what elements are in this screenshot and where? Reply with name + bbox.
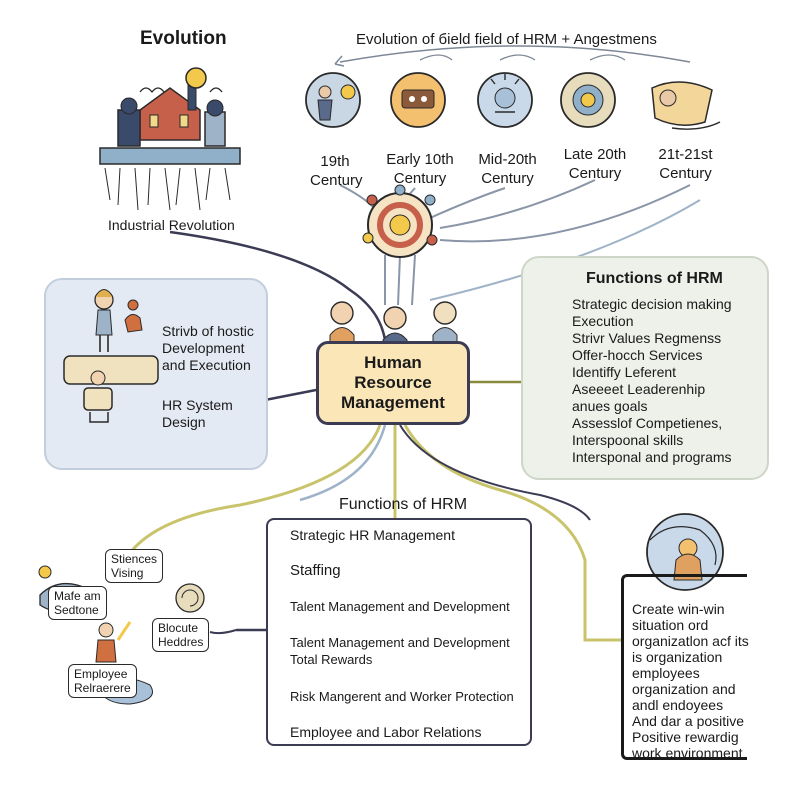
era-icon-early-10th xyxy=(390,72,446,128)
left-panel-text-hr-system: HR System Design xyxy=(162,397,233,430)
evolution-title: Evolution xyxy=(140,28,227,49)
bottom-function-item: Staffing xyxy=(290,562,341,579)
bottom-functions-title: Functions of HRM xyxy=(339,496,468,513)
right-panel-item: anues goals xyxy=(572,398,648,414)
era-icon-21st xyxy=(651,81,721,130)
right-panel-title: Functions of HRM xyxy=(586,270,723,287)
right-panel xyxy=(521,256,769,480)
desk-icon xyxy=(63,355,159,423)
right-panel-item: Aseeeet Leaderenhip xyxy=(572,381,706,397)
bottom-function-item: Risk Mangerent and Worker Protection xyxy=(290,689,514,704)
era-icon-19th xyxy=(305,72,361,128)
right-panel-item: Strivr Values Regmenss xyxy=(572,330,722,346)
right-panel-item: Interspoonal skills xyxy=(572,432,684,448)
bottom-right-text: Create win-win situation ord organizatlo… xyxy=(632,601,749,761)
era-icon-mid-20th xyxy=(477,72,533,128)
timeline-title: Evolution of бield field of HRM + Angest… xyxy=(356,31,657,48)
center-line-3: Management xyxy=(341,393,445,412)
center-node-hrm: Human Resource Management xyxy=(316,341,470,425)
bottom-left-label-headers: Blocute Heddres xyxy=(152,618,210,652)
era-label-21st: 21t-21st Century xyxy=(658,146,713,182)
bottom-function-item: Employee and Labor Relations xyxy=(290,724,482,740)
factory-icon xyxy=(99,67,241,211)
hr-wheel-icon xyxy=(362,184,438,258)
right-panel-item: Intersponal and programs xyxy=(572,449,732,465)
bottom-function-item: Strategic HR Management xyxy=(290,527,455,543)
industrial-revolution-label: Industrial Revolution xyxy=(108,217,235,233)
era-label-late-20th: Late 20th Century xyxy=(563,146,627,182)
era-label-19th: 19th Century xyxy=(310,153,363,189)
right-panel-item: Assesslof Competienes, xyxy=(572,415,723,431)
bottom-left-label-visions: Stiences Vising xyxy=(105,549,164,583)
team-people-icon xyxy=(329,301,458,343)
era-label-early-10th: Early 10th Century xyxy=(386,151,454,187)
right-panel-item: Strategic decision making xyxy=(572,296,732,312)
center-line-1: Human xyxy=(364,353,422,372)
globe-person-icon xyxy=(646,513,724,591)
right-panel-item: Identiffy Leferent xyxy=(572,364,677,380)
center-line-2: Resource xyxy=(354,373,432,392)
spiral-icon xyxy=(175,583,205,613)
right-panel-item: Execution xyxy=(572,313,634,329)
era-icon-late-20th xyxy=(560,72,616,128)
bottom-left-label-employee-relations: Employee Relraerere xyxy=(68,664,137,698)
person-icon xyxy=(95,621,132,663)
bottom-function-item: Talent Management and Development Total … xyxy=(290,635,510,667)
bottom-right-box xyxy=(621,574,747,760)
dog-icon xyxy=(124,299,143,333)
bottom-function-item: Talent Management and Development xyxy=(290,599,510,614)
bottom-left-label-milestone: Mafe am Sedtone xyxy=(48,586,107,620)
era-label-mid-20th: Mid-20th Century xyxy=(478,151,537,187)
bottom-functions-box xyxy=(266,518,532,746)
woman-icon xyxy=(94,289,114,352)
right-panel-item: Offer-hocch Services xyxy=(572,347,703,363)
left-panel-text-development: Strivb of hostic Development and Executi… xyxy=(162,323,254,373)
